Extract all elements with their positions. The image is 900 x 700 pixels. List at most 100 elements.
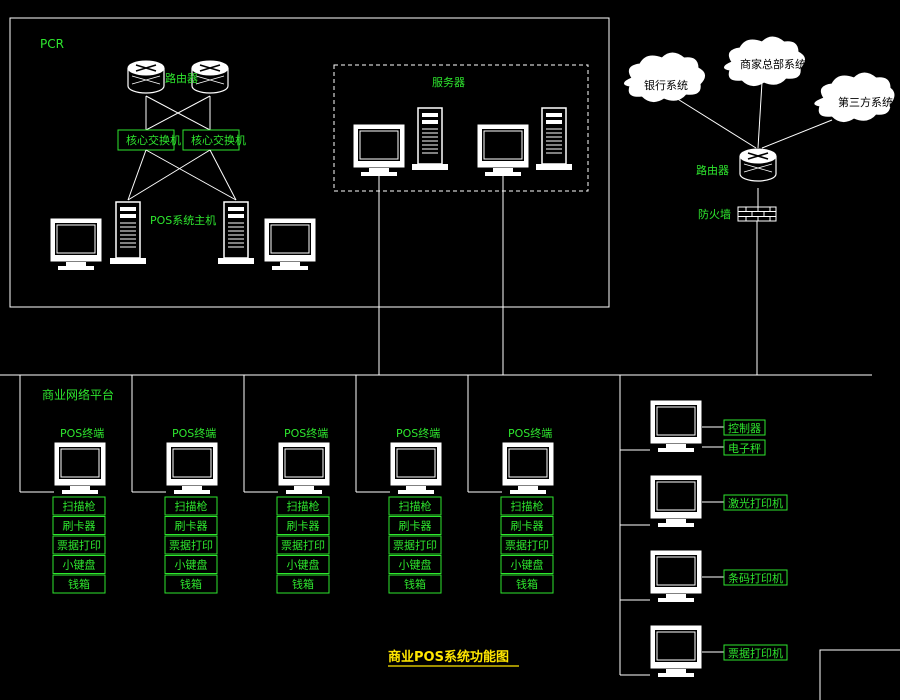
monitor-icon (649, 624, 703, 678)
monitor-icon (277, 441, 331, 495)
peripheral-box (723, 569, 788, 586)
pos-host-label: POS系统主机 (150, 213, 216, 227)
pcr-router-label: 路由器 (165, 71, 198, 85)
monitor-icon (501, 441, 555, 495)
monitor-icon (53, 441, 107, 495)
third-party-system-label: 第三方系统 (838, 95, 893, 109)
peripheral-label: 条码打印机 (728, 571, 783, 585)
device-label: 刷卡器 (287, 520, 320, 533)
peripheral-box (723, 494, 788, 511)
device-box (164, 535, 218, 555)
device-box (500, 496, 554, 516)
device-box (52, 496, 106, 516)
pcr-label: PCR (40, 37, 64, 51)
platform-label: 商业网络平台 (42, 387, 114, 402)
server-group (333, 64, 589, 192)
monitor-icon (165, 441, 219, 495)
device-box (52, 555, 106, 574)
device-label: 钱箱 (292, 577, 314, 591)
device-label: 刷卡器 (63, 520, 96, 533)
device-box (388, 555, 442, 574)
device-label: 扫描枪 (511, 499, 544, 513)
server-tower-icon (217, 201, 255, 265)
cloud-icon (624, 52, 705, 102)
device-label: 小键盘 (63, 558, 96, 572)
pcr-frame (9, 17, 610, 308)
device-box (388, 535, 442, 555)
peripheral-box (723, 439, 766, 456)
cloud-icon (814, 72, 895, 122)
device-label: 扫描枪 (399, 499, 432, 513)
device-box (52, 535, 106, 555)
device-label: 钱箱 (180, 577, 202, 591)
monitor-icon (649, 474, 703, 528)
terminal-title: POS终端 (396, 426, 440, 440)
device-box (164, 555, 218, 574)
monitor-icon (263, 217, 317, 271)
server-label: 服务器 (432, 76, 465, 89)
device-box (500, 574, 554, 594)
device-label: 小键盘 (511, 558, 544, 572)
terminal-title: POS终端 (508, 426, 552, 440)
bank-system-label: 银行系统 (644, 78, 688, 92)
router-icon (739, 148, 777, 182)
core-switch-box (182, 129, 240, 151)
peripheral-box (723, 644, 788, 661)
device-label: 刷卡器 (175, 520, 208, 533)
device-label: 扫描枪 (63, 499, 96, 513)
device-label: 扫描枪 (175, 499, 208, 513)
device-box (52, 574, 106, 594)
device-box (388, 574, 442, 594)
firewall-label: 防火墙 (698, 207, 731, 221)
title-block-frame (819, 649, 900, 700)
monitor-icon (389, 441, 443, 495)
firewall-icon (737, 206, 777, 222)
peripheral-box (723, 419, 766, 436)
router-icon (127, 60, 165, 94)
device-label: 小键盘 (399, 558, 432, 572)
terminal-title: POS终端 (284, 426, 328, 440)
core-switch-label-1: 核心交换机 (126, 133, 181, 147)
terminal-title: POS终端 (60, 426, 104, 440)
monitor-icon (649, 549, 703, 603)
server-tower-icon (535, 107, 573, 171)
device-box (276, 555, 330, 574)
peripheral-label: 控制器 (728, 421, 761, 435)
device-box (164, 516, 218, 535)
device-box (500, 555, 554, 574)
peripheral-label: 电子秤 (728, 442, 761, 455)
device-label: 钱箱 (404, 577, 426, 591)
device-box (52, 516, 106, 535)
device-label: 扫描枪 (287, 499, 320, 513)
device-label: 票据打印 (505, 538, 549, 552)
external-router-label: 路由器 (696, 163, 729, 177)
device-label: 刷卡器 (399, 520, 432, 533)
server-tower-icon (411, 107, 449, 171)
monitor-icon (49, 217, 103, 271)
device-label: 票据打印 (281, 538, 325, 552)
device-box (500, 535, 554, 555)
monitor-icon (649, 399, 703, 453)
headquarters-system-label: 商家总部系统 (740, 57, 806, 71)
terminal-title: POS终端 (172, 426, 216, 440)
device-box (500, 516, 554, 535)
device-label: 钱箱 (516, 577, 538, 591)
device-box (276, 516, 330, 535)
device-label: 票据打印 (57, 538, 101, 552)
device-box (276, 496, 330, 516)
device-label: 刷卡器 (511, 520, 544, 533)
device-box (164, 574, 218, 594)
cloud-icon (724, 36, 805, 86)
device-box (164, 496, 218, 516)
device-box (388, 496, 442, 516)
core-switch-label-2: 核心交换机 (191, 133, 246, 147)
device-label: 小键盘 (287, 558, 320, 572)
device-label: 钱箱 (68, 577, 90, 591)
device-box (388, 516, 442, 535)
device-box (276, 574, 330, 594)
peripheral-label: 票据打印机 (728, 646, 783, 660)
peripheral-label: 激光打印机 (728, 496, 783, 510)
